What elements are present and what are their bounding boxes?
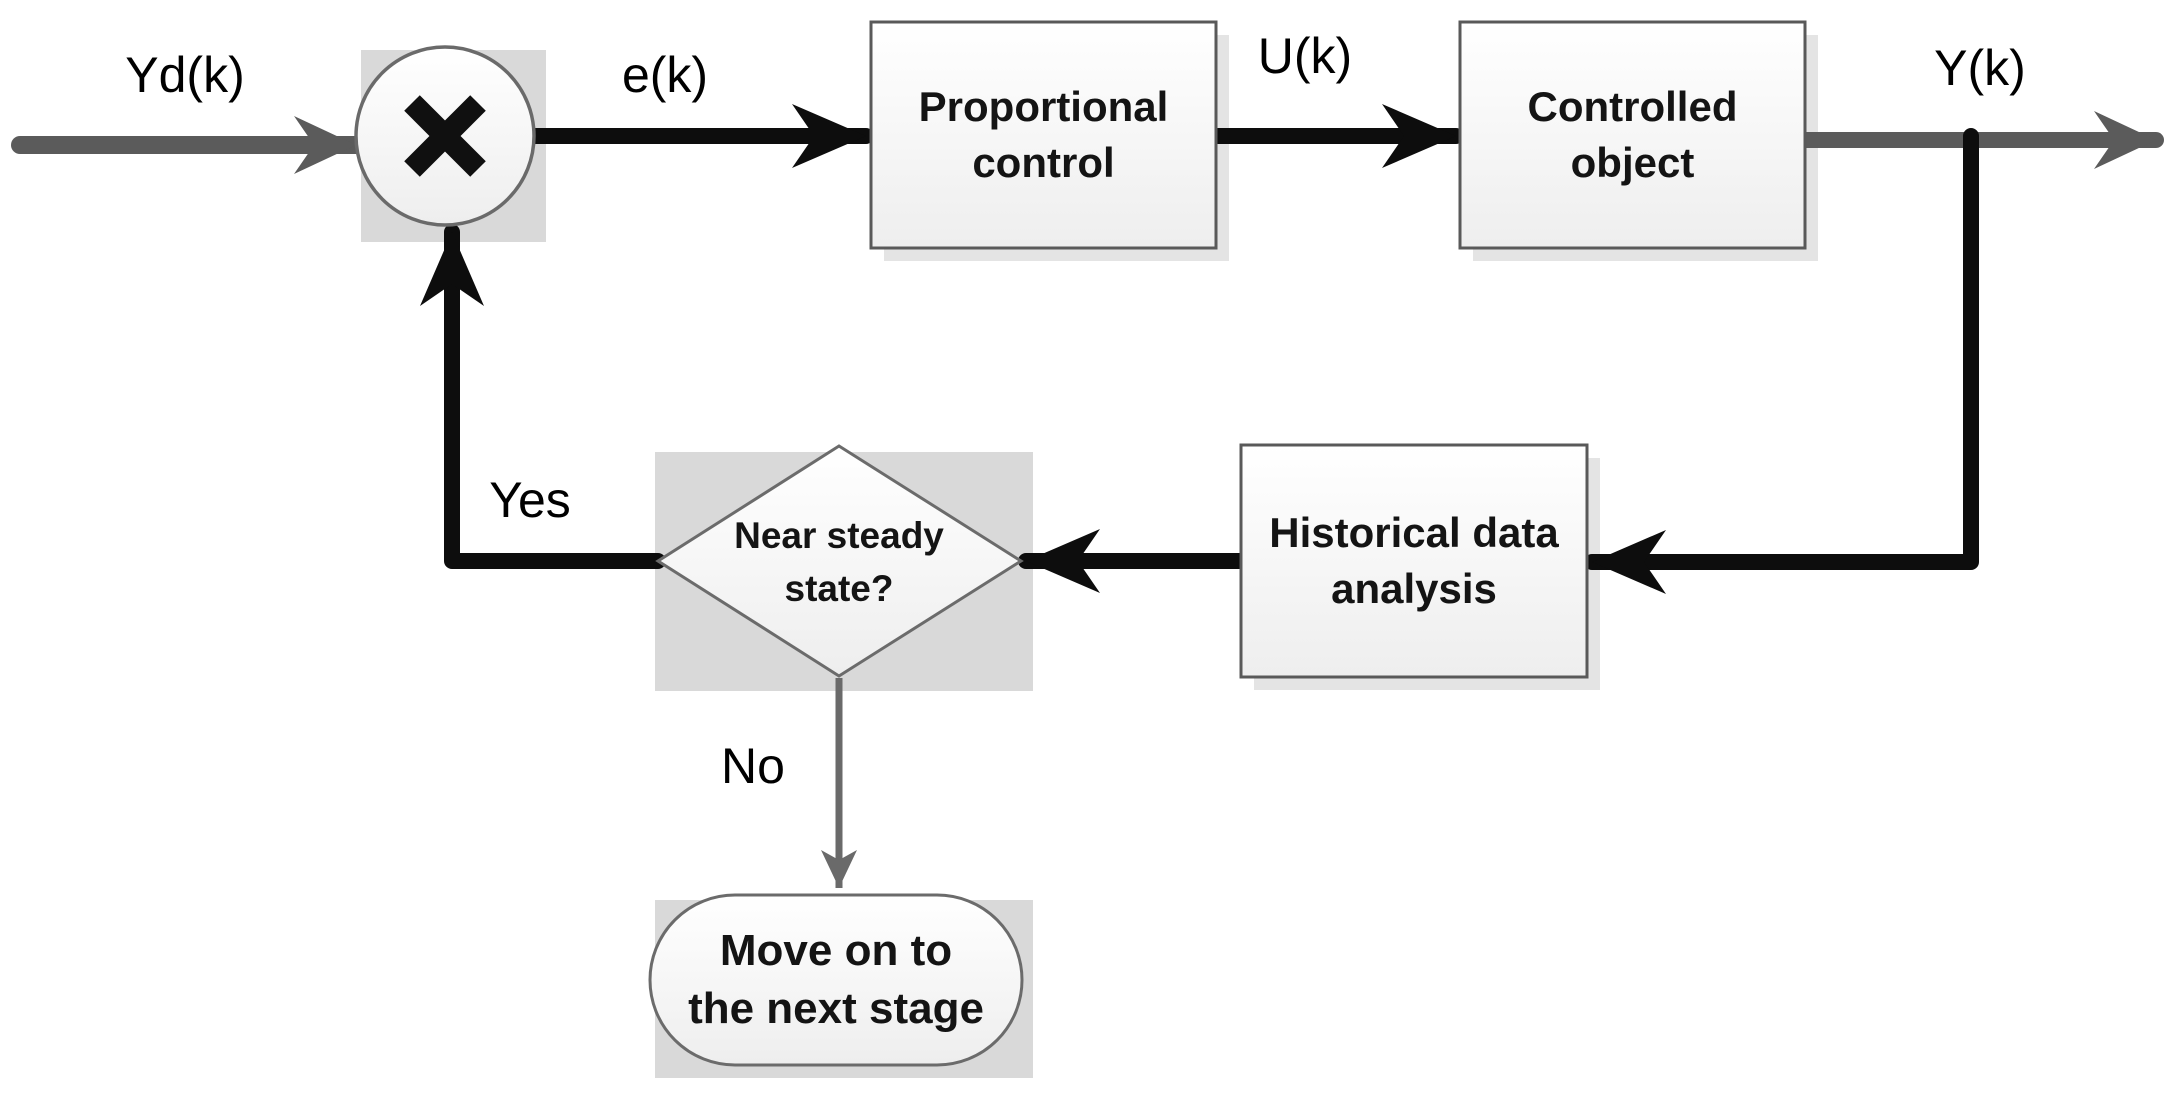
error-signal-label: e(k) [621,47,709,103]
proportional-control-box [869,20,1218,250]
historical-analysis-box [1239,443,1589,679]
multiply-icon [404,95,486,177]
next-stage-line1: Move on to [719,926,953,975]
controlled-object-line1: Controlled [1527,83,1738,130]
controlled-object-label: Controlled object [1460,22,1805,248]
decision-label: Near steady state? [668,449,1010,675]
proportional-control-line1: Proportional [918,83,1169,130]
no-branch-label: No [721,738,785,794]
controlled-object-line2: object [1570,139,1695,186]
yes-feedback-arrow [420,224,666,569]
historical-analysis-label: Historical data analysis [1241,445,1587,677]
input-signal-label: Yd(k) [125,47,245,103]
historical-analysis-line2: analysis [1331,565,1497,612]
next-stage-stadium [648,893,1024,1067]
decision-diamond [655,444,1024,678]
control-signal-label: U(k) [1257,28,1353,84]
next-stage-line2: the next stage [688,984,984,1033]
proportional-control-line2: control [972,139,1115,186]
output-signal-label: Y(k) [1934,40,2026,96]
proportional-control-label: Proportional control [871,22,1216,248]
next-stage-label: Move on to the next stage [650,895,1022,1065]
historical-analysis-line1: Historical data [1269,509,1559,556]
decision-line1: Near steady [734,515,944,556]
feedback-to-analysis-arrow [1584,128,1979,594]
controlled-object-box [1458,20,1807,250]
decision-line2: state? [784,568,894,609]
yes-branch-label: Yes [489,472,571,528]
